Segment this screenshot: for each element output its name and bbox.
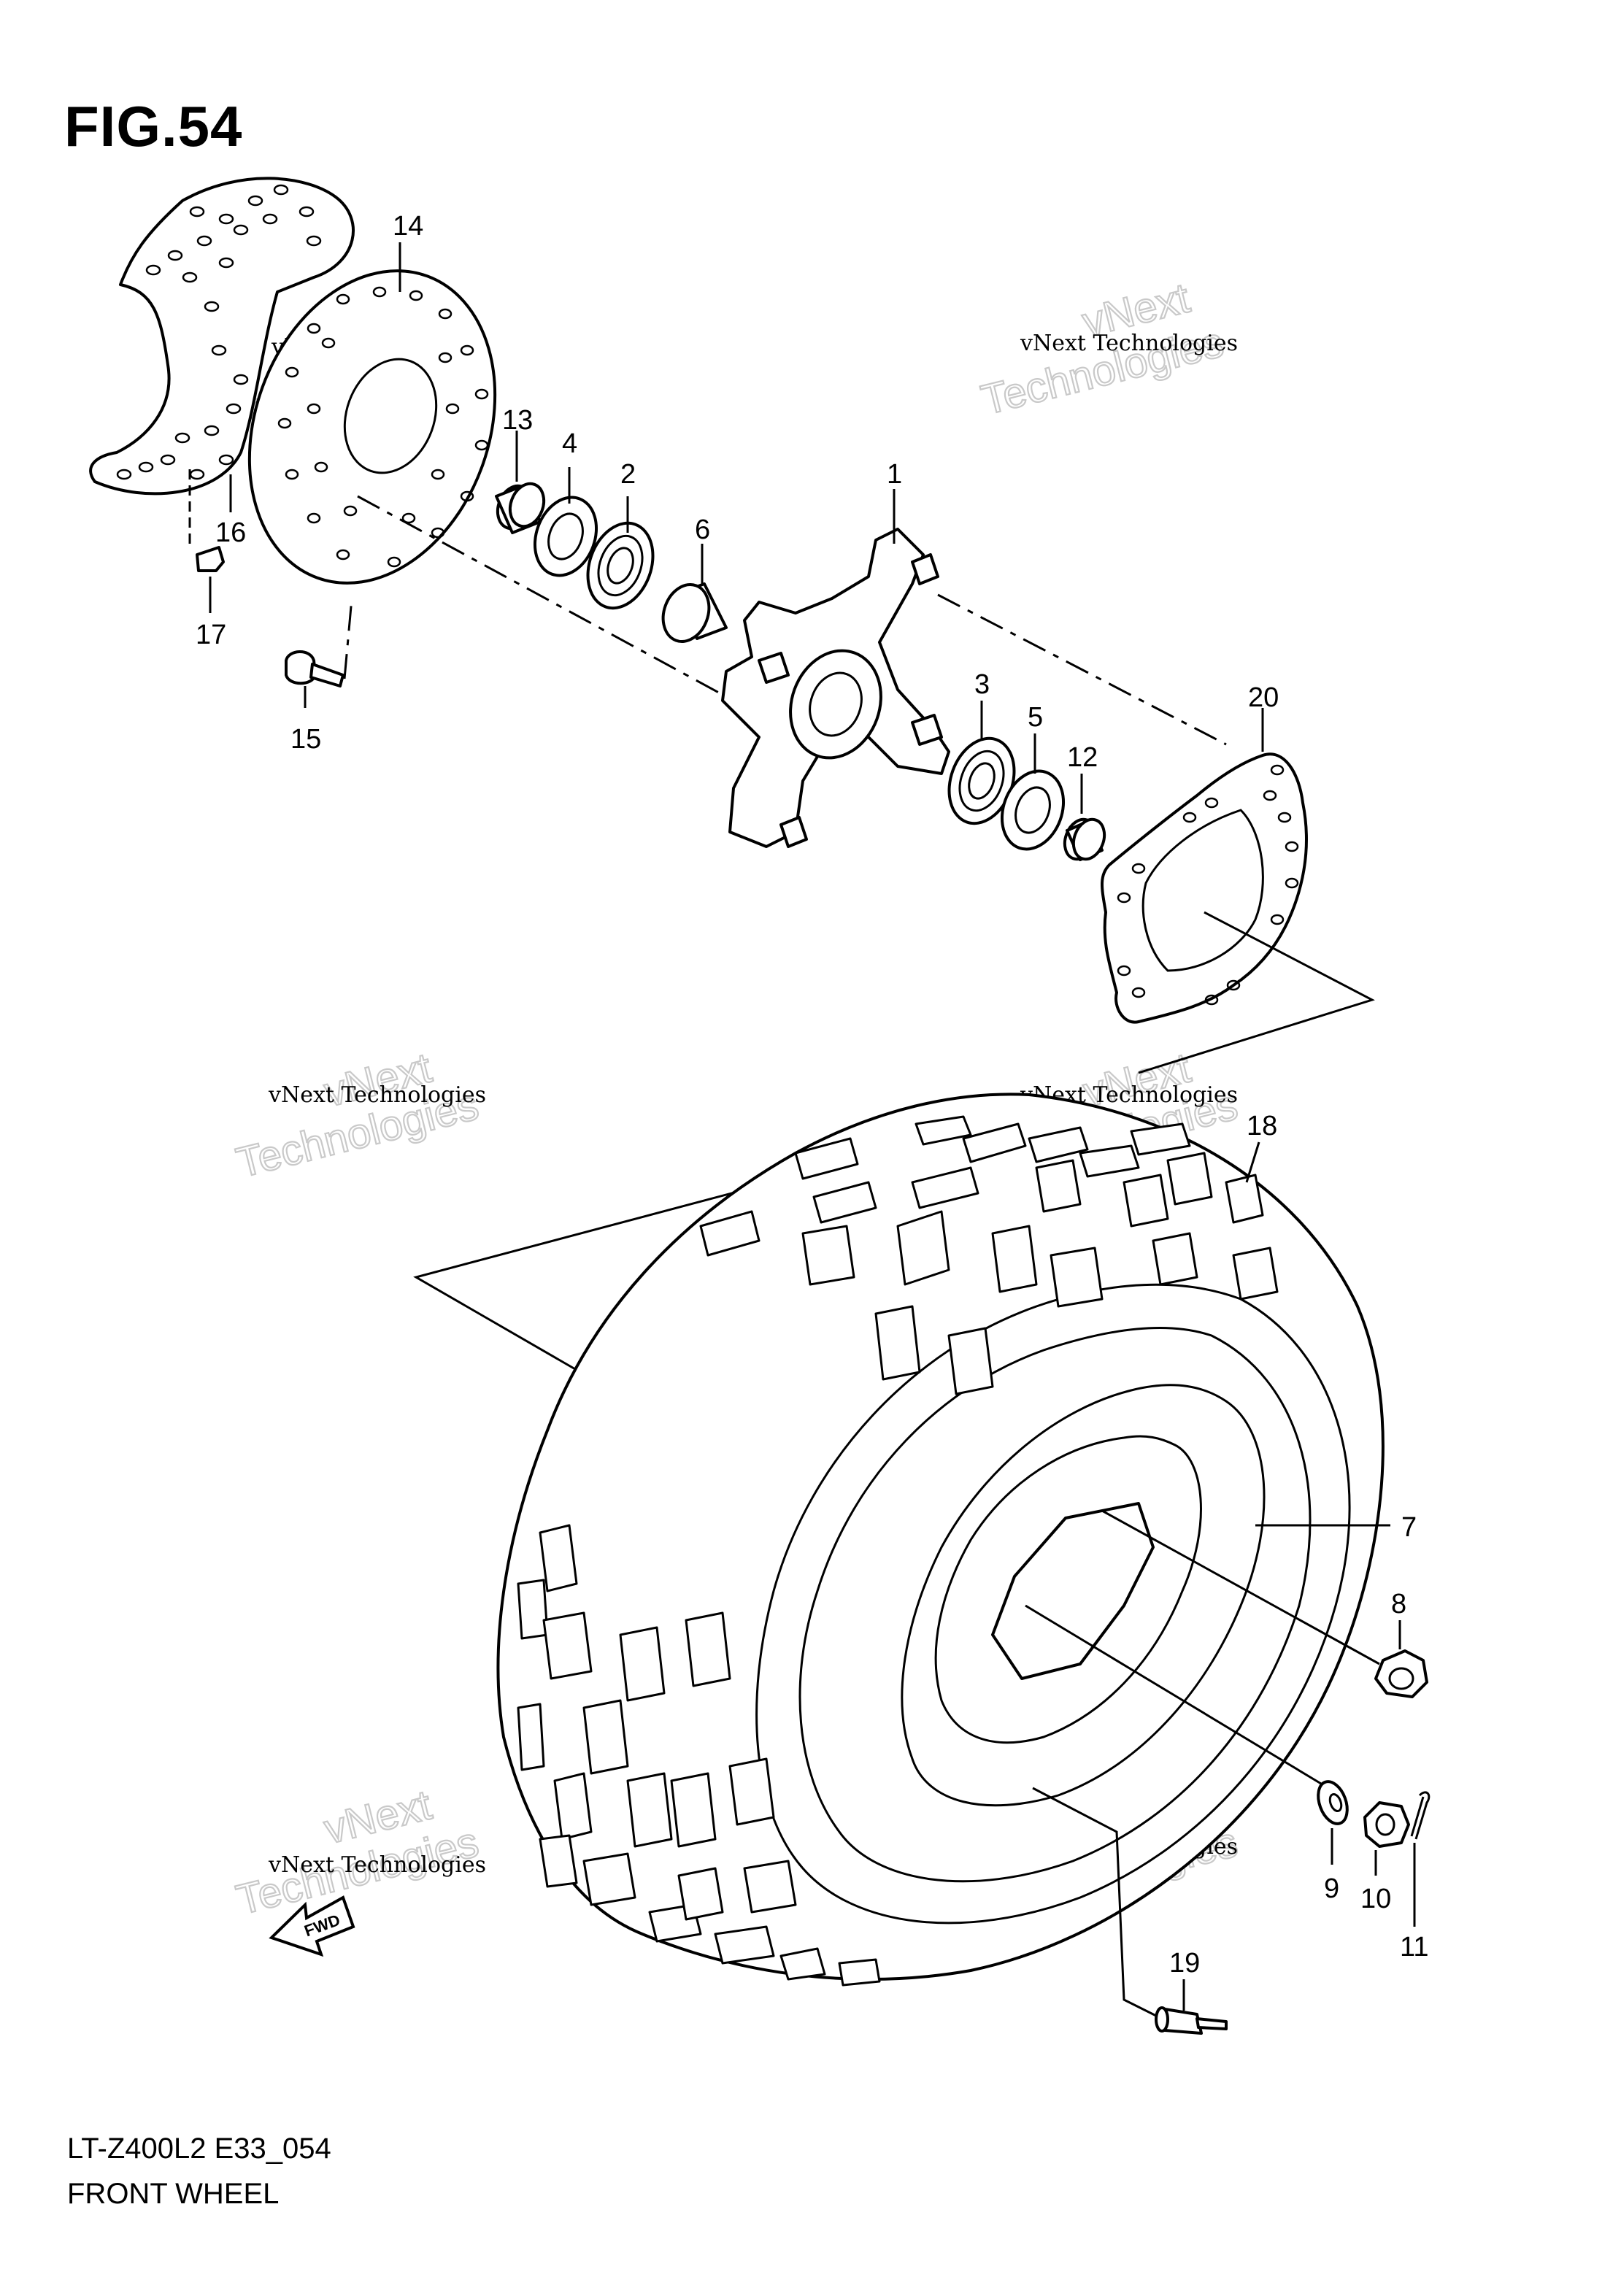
- oil-seal-4: [533, 496, 598, 577]
- guard-to-tire-line-top: [1138, 911, 1375, 1074]
- callout-11: 11: [1400, 1932, 1428, 1962]
- callout-17: 17: [196, 620, 226, 650]
- wheel-hub-1: [721, 528, 950, 848]
- castle-nut-10: [1363, 1801, 1410, 1848]
- brake-disc-14: [247, 269, 497, 585]
- hub-to-cover-line: [937, 593, 1227, 746]
- leader-8: [1101, 1509, 1380, 1665]
- callout-20: 20: [1248, 682, 1279, 713]
- watermark-label-2: vNext Technologies: [1020, 331, 1238, 356]
- callout-8: 8: [1391, 1589, 1406, 1619]
- bearing-3: [947, 736, 1016, 825]
- watermark-3: vNext Technologies: [231, 1043, 484, 1187]
- axle-centerline-upper: [357, 495, 734, 702]
- oil-seal-5: [1000, 769, 1066, 851]
- bolt-15: [285, 598, 353, 687]
- callout-18: 18: [1247, 1111, 1277, 1141]
- callout-13: 13: [502, 405, 533, 436]
- wheel-nut-8: [1374, 1649, 1428, 1698]
- watermark-5: vNext Technologies: [231, 1780, 484, 1925]
- callout-6: 6: [695, 515, 710, 545]
- tire-callout-wedge: [413, 1184, 760, 1374]
- callout-leaders: [209, 242, 1416, 2011]
- leader-9-10: [1025, 1604, 1329, 1790]
- bolt-17: [188, 467, 225, 572]
- callout-7: 7: [1401, 1512, 1417, 1543]
- callout-9: 9: [1324, 1873, 1339, 1904]
- callout-1: 1: [887, 459, 902, 490]
- callout-3: 3: [974, 669, 990, 700]
- callout-19: 19: [1169, 1948, 1200, 1979]
- bearing-2: [586, 521, 655, 610]
- front-tire-18: [496, 1093, 1385, 1987]
- callout-15: 15: [290, 724, 321, 755]
- tire-valve-19: [1155, 2006, 1228, 2035]
- hub-guard-20: [1101, 752, 1308, 1024]
- washer-9: [1317, 1780, 1349, 1825]
- model-code: LT-Z400L2 E33_054: [67, 2133, 331, 2165]
- spacer-12: [1063, 817, 1106, 861]
- callout-5: 5: [1028, 702, 1043, 733]
- callout-10: 10: [1360, 1884, 1391, 1914]
- cotter-pin-11: [1410, 1791, 1431, 1840]
- callout-2: 2: [620, 459, 636, 490]
- spacer-13: [495, 482, 546, 534]
- callout-16: 16: [215, 517, 246, 548]
- disc-cover-16: [89, 177, 355, 496]
- section-name: FRONT WHEEL: [67, 2178, 280, 2210]
- leader-19: [1032, 1787, 1161, 2019]
- fwd-arrow-icon: FWD: [269, 1895, 355, 1957]
- callout-14: 14: [393, 211, 423, 242]
- watermark-label-5: vNext Technologies: [268, 1852, 486, 1878]
- callout-4: 4: [562, 428, 577, 459]
- watermark-label-3: vNext Technologies: [268, 1082, 486, 1108]
- figure-title: FIG.54: [64, 94, 243, 158]
- callout-12: 12: [1067, 742, 1098, 773]
- callout-numbers: 14 16 17 15 13 4 2 6 1 3 5 12 20 18 7 8 …: [196, 211, 1428, 1979]
- spacer-6: [661, 582, 728, 643]
